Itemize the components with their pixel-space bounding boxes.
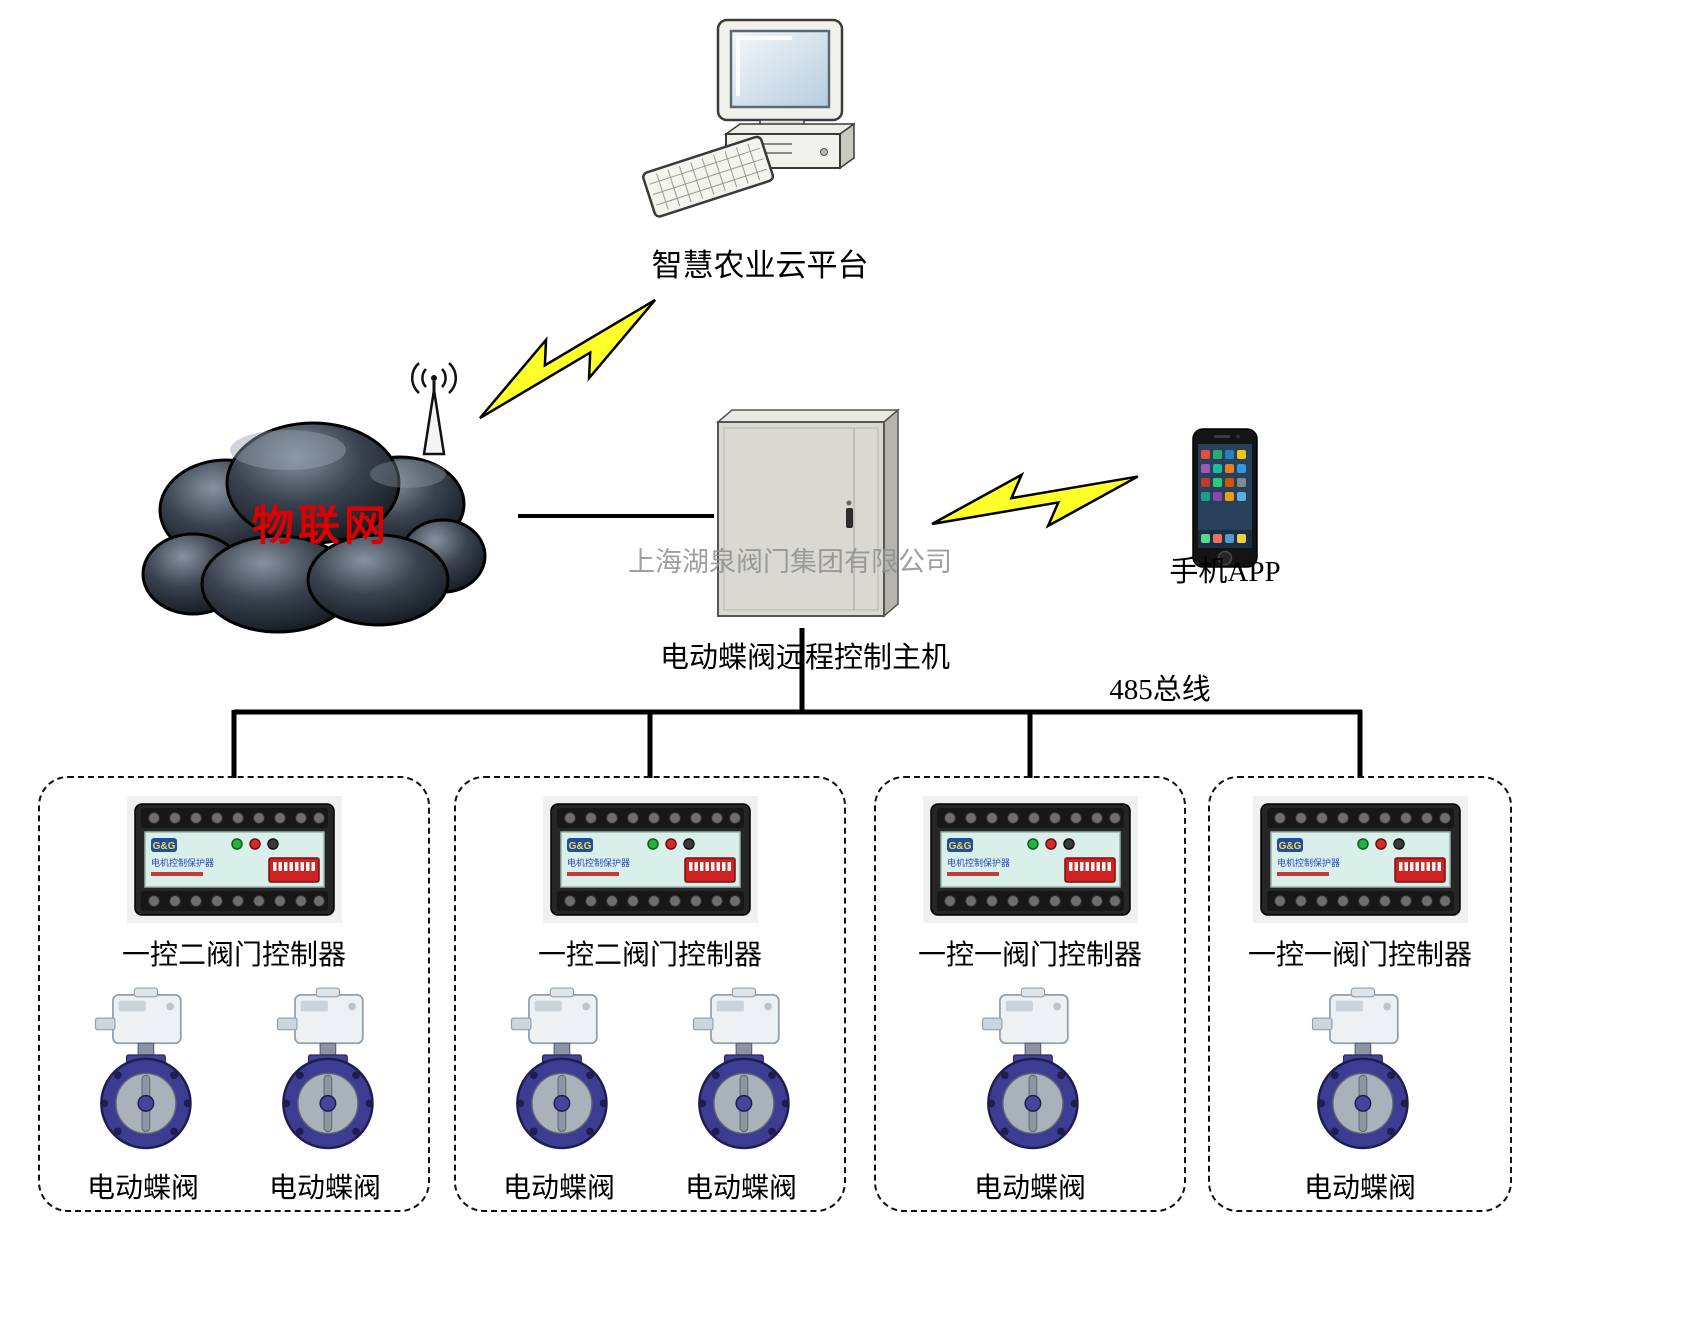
- butterfly-valve-icon: [262, 985, 388, 1152]
- valve-unit: 电动蝶阀: [1297, 985, 1423, 1206]
- lightning-bolt-cloud-icon: [460, 284, 675, 434]
- bus-label: 485总线: [1109, 674, 1211, 706]
- cloud-platform-label: 智慧农业云平台: [651, 248, 869, 283]
- valve-controller-image: [1253, 796, 1468, 923]
- butterfly-valve-icon: [496, 985, 622, 1152]
- valve-group-2: 一控二阀门控制器 电动蝶阀 电动蝶阀: [454, 776, 846, 1212]
- lightning-bolt-phone-icon: [926, 459, 1144, 542]
- host-label: 电动蝶阀远程控制主机: [659, 642, 950, 674]
- butterfly-valve-icon: [967, 985, 1093, 1152]
- butterfly-valve-icon: [80, 985, 206, 1152]
- valve-unit: 电动蝶阀: [496, 985, 622, 1206]
- antenna-icon: [406, 356, 462, 458]
- phone-label: 手机APP: [1169, 556, 1281, 588]
- valve-unit: 电动蝶阀: [80, 985, 206, 1206]
- butterfly-valve-icon: [678, 985, 804, 1152]
- smartphone-icon: [1192, 428, 1258, 568]
- valve-group-1: 一控二阀门控制器 电动蝶阀 电动蝶阀: [38, 776, 430, 1212]
- valve-unit: 电动蝶阀: [678, 985, 804, 1206]
- valve-unit: 电动蝶阀: [262, 985, 388, 1206]
- valve-group-3: 一控一阀门控制器 电动蝶阀: [874, 776, 1186, 1212]
- controller-label: 一控二阀门控制器: [121, 940, 346, 971]
- valve-controller-image: [923, 796, 1138, 923]
- controller-label: 一控二阀门控制器: [537, 940, 762, 971]
- valve-group-4: 一控一阀门控制器 电动蝶阀: [1208, 776, 1512, 1212]
- controller-label: 一控一阀门控制器: [1247, 940, 1472, 971]
- valve-controller-image: [127, 796, 342, 923]
- valve-label: 电动蝶阀: [684, 1173, 797, 1204]
- iot-cloud-label: 物联网: [251, 502, 390, 549]
- controller-label: 一控一阀门控制器: [917, 940, 1142, 971]
- valve-unit: 电动蝶阀: [967, 985, 1093, 1206]
- valve-controller-image: [543, 796, 758, 923]
- cloud-platform-computer-icon: [640, 16, 855, 221]
- butterfly-valve-icon: [1297, 985, 1423, 1152]
- valve-label: 电动蝶阀: [268, 1173, 381, 1204]
- valve-label: 电动蝶阀: [1303, 1173, 1416, 1204]
- valve-label: 电动蝶阀: [86, 1173, 199, 1204]
- valve-label: 电动蝶阀: [973, 1173, 1086, 1204]
- control-host-cabinet-icon: [702, 406, 902, 630]
- valve-label: 电动蝶阀: [502, 1173, 615, 1204]
- host-watermark-text: 上海湖泉阀门集团有限公司: [628, 547, 952, 577]
